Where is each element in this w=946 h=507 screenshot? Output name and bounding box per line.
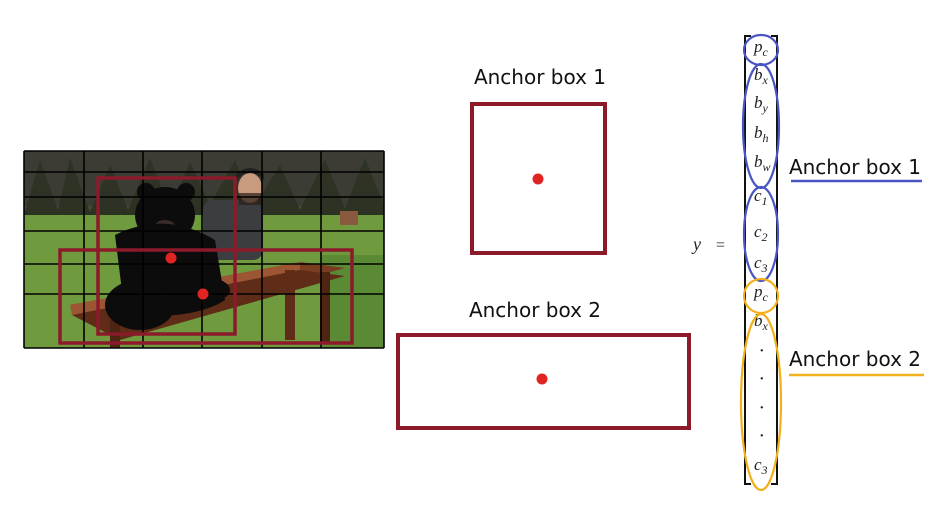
anchor-box-2-center — [536, 373, 548, 385]
anchor-box-1-shape — [470, 102, 607, 255]
person — [203, 168, 264, 260]
vector-element: · — [759, 340, 764, 362]
vector-element: c3 — [754, 253, 768, 275]
anchor-2-rings — [739, 277, 783, 492]
bear-bounding-box — [96, 176, 237, 336]
bear-center-dot — [165, 252, 177, 264]
equals-sign: = — [716, 237, 725, 254]
vector-element: · — [759, 425, 764, 447]
right-bracket — [771, 35, 778, 485]
vector-element: pc — [753, 37, 769, 59]
table-center-dot — [197, 288, 209, 300]
vector-element: bx — [754, 65, 769, 87]
anchor-box-2-shape — [396, 333, 691, 430]
anchor-1-rings — [741, 33, 781, 283]
y-symbol: y — [691, 234, 701, 254]
vector-element: bw — [754, 152, 771, 174]
stump — [340, 211, 358, 225]
legend-anchor-1-label: Anchor box 1 — [789, 155, 921, 179]
vector-element: c2 — [754, 222, 768, 244]
vector-element: by — [754, 93, 769, 115]
vector-element: bx — [754, 311, 769, 333]
table-bounding-box — [58, 248, 354, 345]
vector-element: bh — [754, 123, 769, 145]
vector-element: · — [759, 397, 764, 419]
legend-anchor-2-label: Anchor box 2 — [789, 347, 921, 371]
anchor-box-1-title: Anchor box 1 — [474, 65, 606, 89]
vector-element: pc — [753, 282, 769, 304]
grid-overlay — [23, 150, 385, 349]
anchor-1-class-ring — [742, 185, 780, 283]
vector-elements: pc bx by bh bw c1 c2 c3 pc bx · · · · c3 — [753, 37, 771, 477]
anchor-box-2-title: Anchor box 2 — [469, 298, 601, 322]
anchor-box-1-center — [532, 173, 544, 185]
left-bracket — [744, 35, 751, 485]
vector-element: · — [759, 368, 764, 390]
vector-element: c1 — [754, 186, 768, 208]
anchor-2-rest-ring — [739, 312, 783, 492]
vector-element: c3 — [754, 455, 768, 477]
